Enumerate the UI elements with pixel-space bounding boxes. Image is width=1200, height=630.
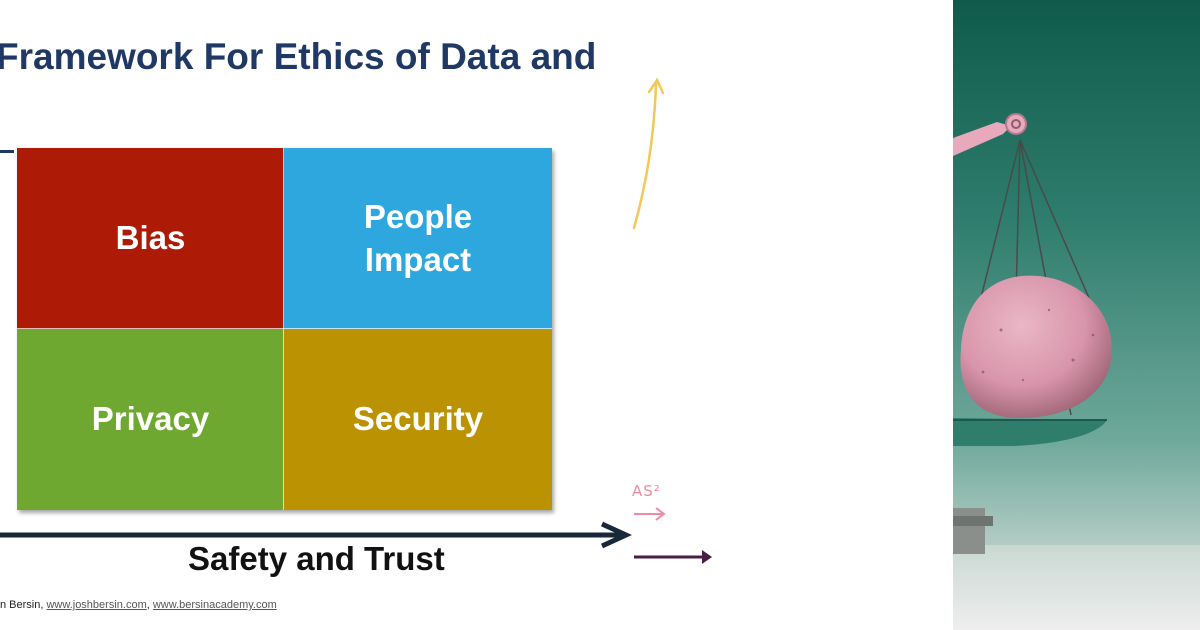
safety-trust-arrow	[0, 521, 632, 549]
quadrant-privacy: Privacy	[17, 329, 284, 510]
yellow-arrow-head-icon	[647, 77, 665, 95]
quadrant-grid: Bias People Impact Privacy Security	[17, 148, 552, 510]
slide: Framework For Ethics of Data and Bias Pe…	[0, 36, 632, 611]
yellow-curve-arrow-icon	[632, 82, 658, 230]
scale-pan	[953, 418, 1107, 446]
quadrant-security-label: Security	[352, 400, 484, 438]
left-tick-mark	[0, 150, 14, 153]
scale-pivot-knob	[1005, 113, 1027, 135]
axis-label: Safety and Trust	[188, 540, 445, 577]
pink-rock	[960, 275, 1112, 419]
grid-vertical-divider	[283, 148, 284, 510]
sketch-panel: AS²	[632, 0, 952, 630]
arrow-head-icon	[600, 521, 632, 549]
scale-beam	[953, 122, 1011, 156]
footer-separator: ,	[146, 599, 153, 611]
quadrant-bias-label: Bias	[115, 219, 186, 257]
grid-horizontal-divider	[17, 328, 552, 329]
balance-scale-photo	[953, 0, 1200, 630]
footer-credit: n Bersin, www.joshbersin.com, www.bersin…	[0, 599, 277, 611]
quadrant-people-impact-label: People Impact	[363, 197, 473, 278]
quadrant-bias: Bias	[17, 148, 284, 329]
scale-base	[953, 508, 985, 554]
plum-arrow-head-icon	[702, 550, 712, 564]
floor-surface	[953, 545, 1200, 630]
footer-link-joshbersin[interactable]: www.joshbersin.com	[46, 599, 147, 611]
sketch-doodles	[632, 77, 712, 564]
footer-link-bersinacademy[interactable]: www.bersinacademy.com	[152, 599, 277, 611]
sketch-text: AS²	[632, 482, 661, 500]
slide-title: Framework For Ethics of Data and	[0, 36, 597, 77]
quadrant-security: Security	[284, 329, 552, 510]
quadrant-privacy-label: Privacy	[91, 400, 210, 438]
quadrant-people-impact: People Impact	[284, 148, 552, 329]
balance-scale-with-rock-icon	[953, 113, 1200, 630]
footer-prefix: n Bersin,	[0, 599, 47, 611]
pink-arrow-head-icon	[655, 507, 666, 521]
